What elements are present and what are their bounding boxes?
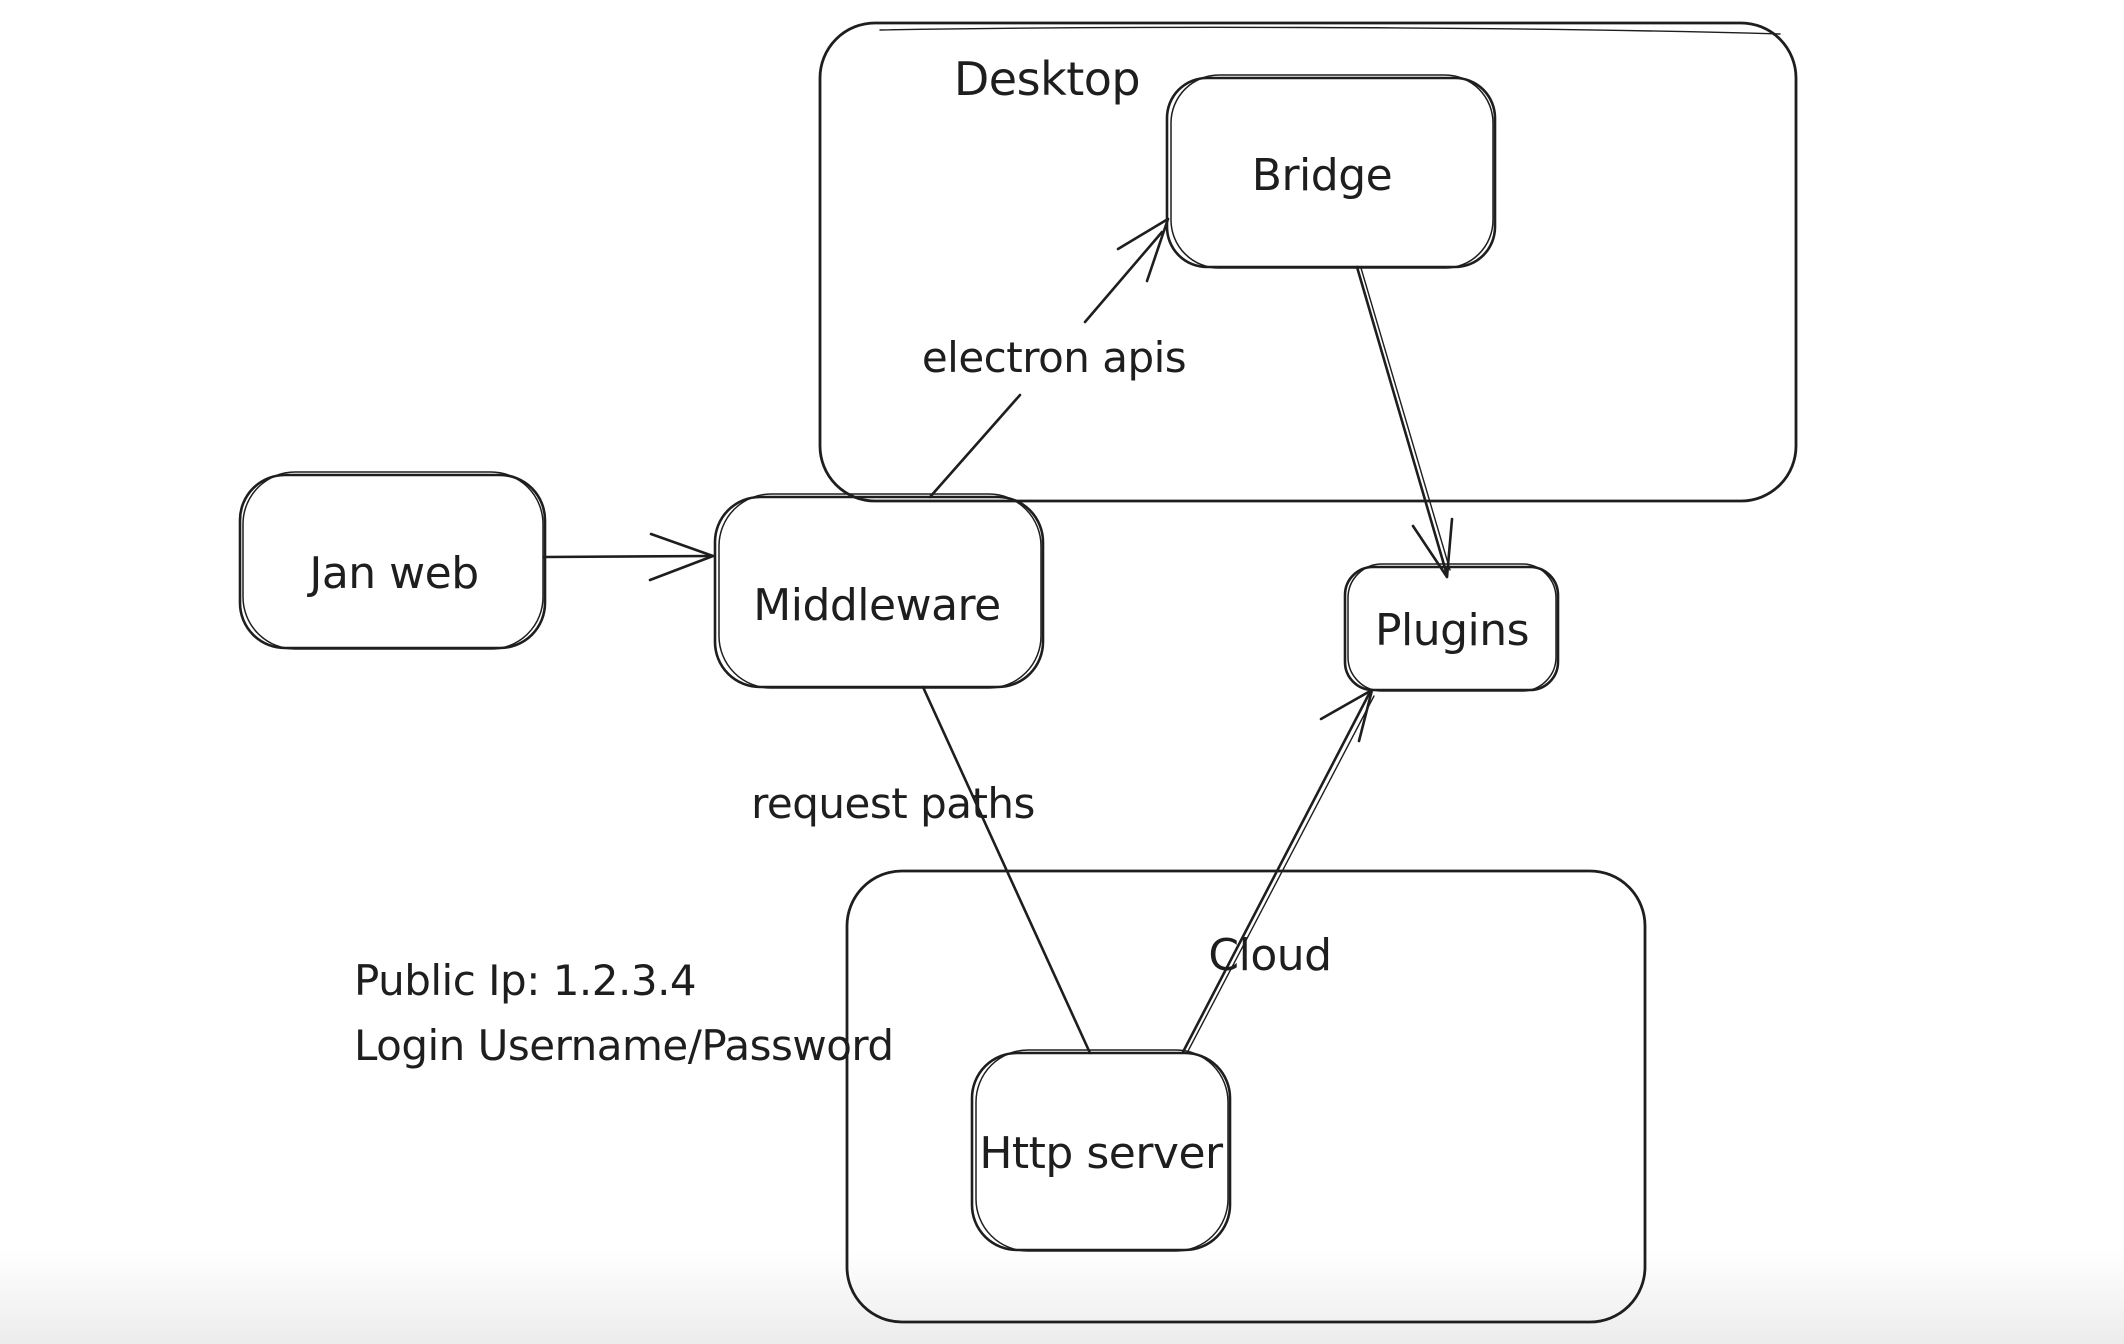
arrowhead-icon: [1319, 688, 1374, 743]
bridge-label[interactable]: Bridge: [1252, 150, 1393, 201]
plugins-node[interactable]: Plugins: [1343, 563, 1560, 692]
cloud-container-label[interactable]: Cloud: [1208, 930, 1332, 981]
annotation-login[interactable]: Login Username/Password: [354, 1021, 894, 1070]
edge-line[interactable]: [1083, 230, 1164, 324]
middleware-label[interactable]: Middleware: [753, 580, 1001, 631]
bridge-shape[interactable]: [1165, 76, 1497, 269]
desktop-container-sketch-stroke: [879, 26, 1781, 35]
desktop-container[interactable]: Desktop: [818, 21, 1798, 503]
edge-jan-web-to-middleware[interactable]: [542, 532, 715, 582]
bridge-node[interactable]: Bridge: [1165, 74, 1497, 269]
annotation-public-ip[interactable]: Public Ip: 1.2.3.4: [354, 956, 697, 1005]
edge-label-request-paths[interactable]: request paths: [751, 779, 1035, 828]
http-server-sketch-stroke: [975, 1049, 1229, 1252]
plugins-label[interactable]: Plugins: [1375, 605, 1530, 656]
edge-middleware-to-bridge[interactable]: electron apis: [922, 217, 1187, 499]
http-server-label[interactable]: Http server: [979, 1128, 1224, 1179]
edge-line[interactable]: [542, 554, 713, 559]
desktop-container-label[interactable]: Desktop: [954, 52, 1141, 106]
plugins-shape[interactable]: [1343, 565, 1560, 692]
annotation-block[interactable]: Public Ip: 1.2.3.4 Login Username/Passwo…: [354, 956, 894, 1070]
cloud-container-shape[interactable]: [845, 869, 1647, 1324]
edge-sketch-stroke: [1360, 267, 1451, 571]
middleware-shape[interactable]: [713, 495, 1045, 689]
middleware-sketch-stroke: [718, 493, 1042, 689]
middleware-node[interactable]: Middleware: [713, 493, 1045, 689]
edge-sketch-stroke: [1186, 695, 1375, 1054]
edge-line[interactable]: [928, 393, 1022, 499]
arrowhead-icon: [648, 532, 715, 582]
edge-http-server-to-plugins[interactable]: [1181, 688, 1375, 1054]
jan-web-sketch-stroke: [242, 471, 544, 650]
http-server-shape[interactable]: [970, 1051, 1232, 1252]
jan-web-label[interactable]: Jan web: [306, 548, 479, 599]
edge-bridge-to-plugins[interactable]: [1355, 265, 1454, 579]
desktop-container-shape[interactable]: [818, 21, 1798, 503]
jan-web-shape[interactable]: [238, 473, 547, 650]
arrowhead-icon: [1116, 217, 1170, 283]
edge-line[interactable]: [921, 685, 1092, 1055]
edge-line[interactable]: [1181, 690, 1372, 1054]
edge-line[interactable]: [1355, 265, 1449, 577]
jan-web-node[interactable]: Jan web: [238, 471, 547, 650]
cloud-container[interactable]: Cloud: [845, 869, 1647, 1324]
edge-label-electron-apis[interactable]: electron apis: [922, 333, 1187, 382]
edge-middleware-to-http-server[interactable]: request paths: [751, 685, 1092, 1055]
http-server-node[interactable]: Http server: [970, 1049, 1232, 1252]
plugins-sketch-stroke: [1347, 563, 1557, 692]
bridge-sketch-stroke: [1170, 74, 1494, 269]
